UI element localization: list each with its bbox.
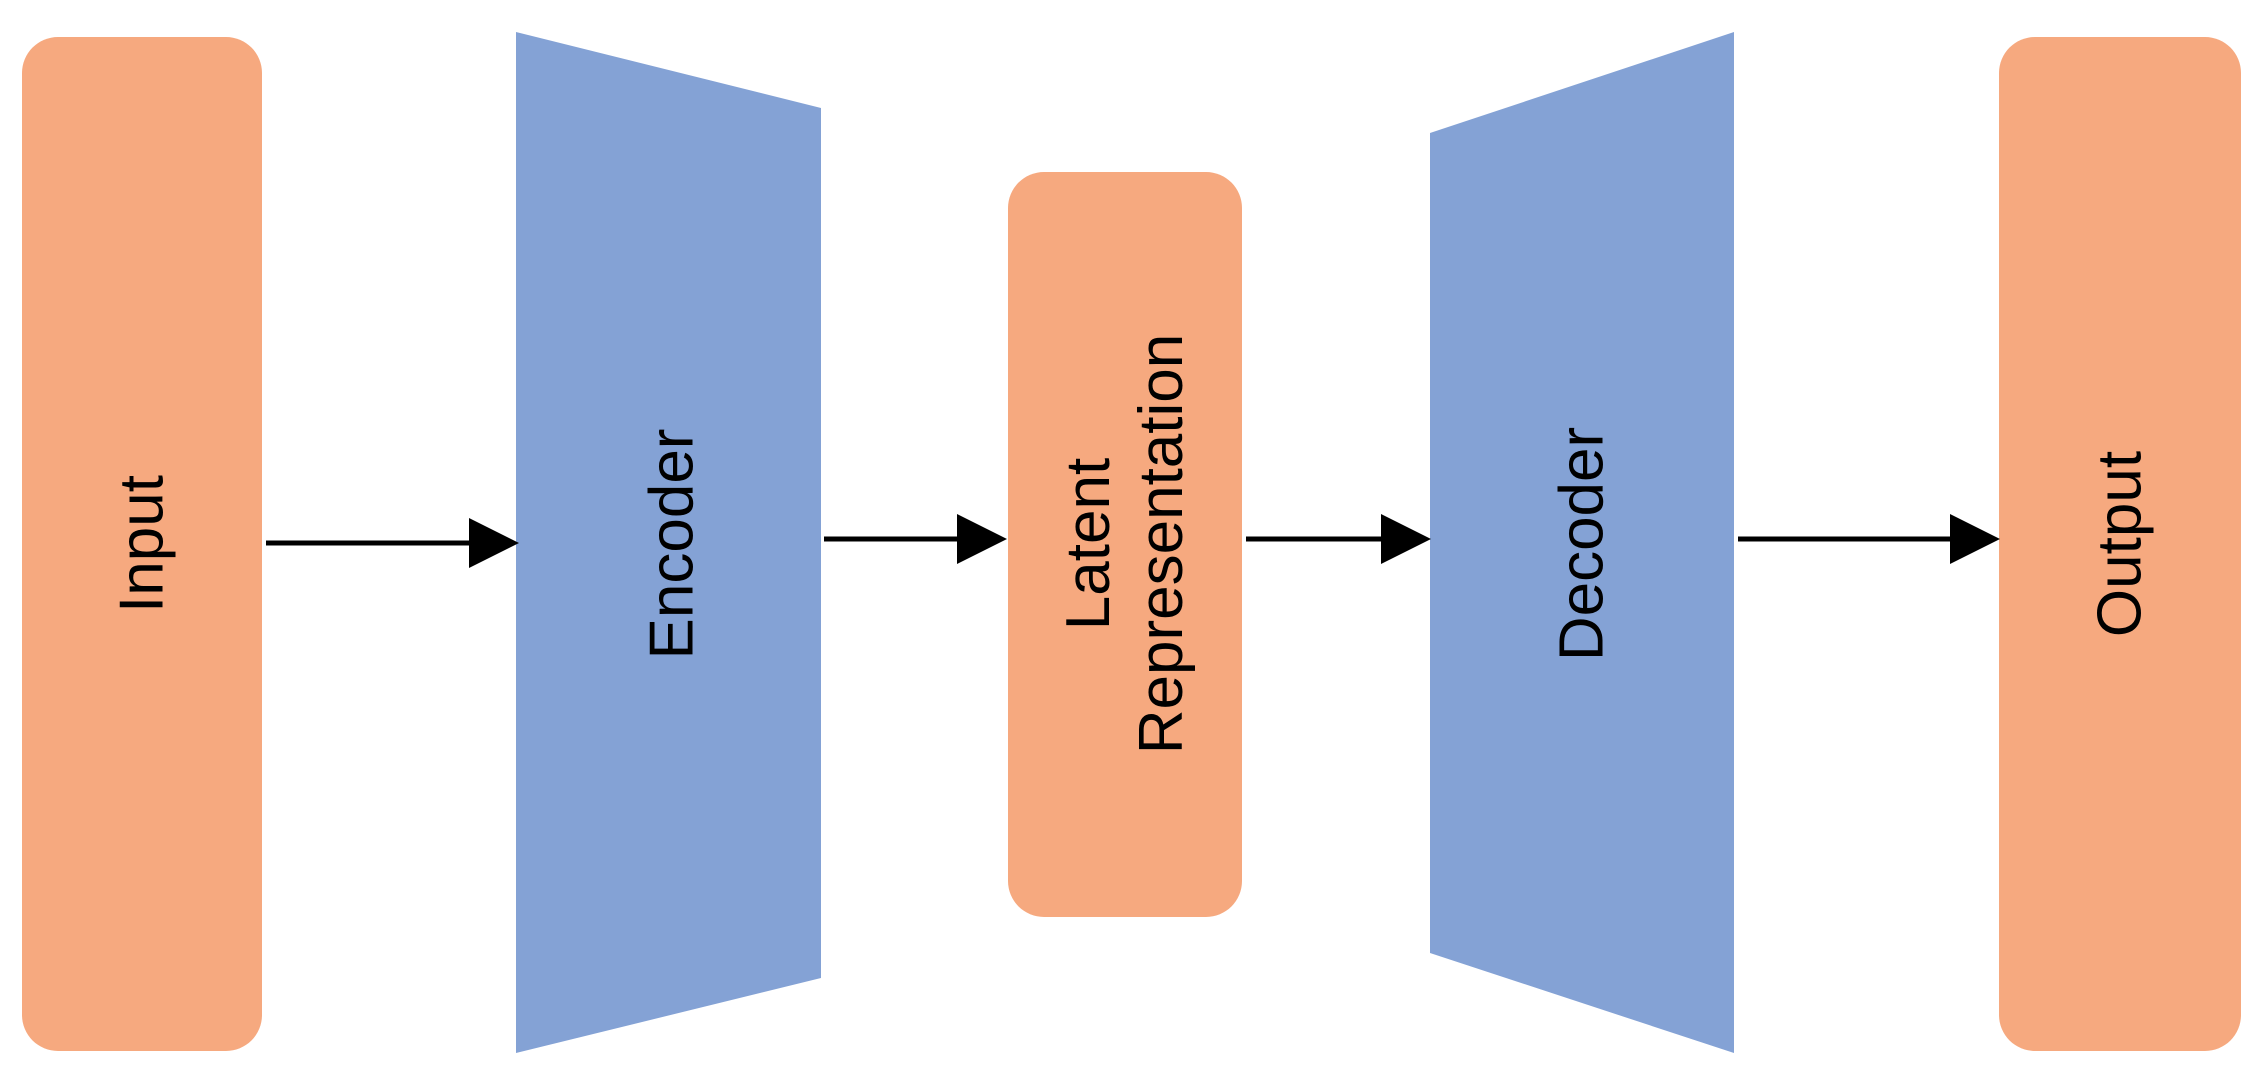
input-block bbox=[22, 37, 262, 1051]
output-label: Output bbox=[2085, 450, 2155, 638]
decoder-label: Decoder bbox=[1547, 426, 1617, 662]
latent-label-line2: Representation bbox=[1127, 333, 1196, 755]
encoder-block bbox=[516, 32, 821, 1053]
encoder-label: Encoder bbox=[637, 428, 707, 660]
latent-label-line1: Latent bbox=[1053, 457, 1123, 631]
latent-representation-block bbox=[1008, 172, 1242, 917]
output-block bbox=[1999, 37, 2241, 1051]
latent-representation-label: Latent Representation bbox=[1052, 334, 1198, 755]
decoder-block bbox=[1430, 32, 1734, 1053]
input-label: Input bbox=[107, 475, 177, 613]
